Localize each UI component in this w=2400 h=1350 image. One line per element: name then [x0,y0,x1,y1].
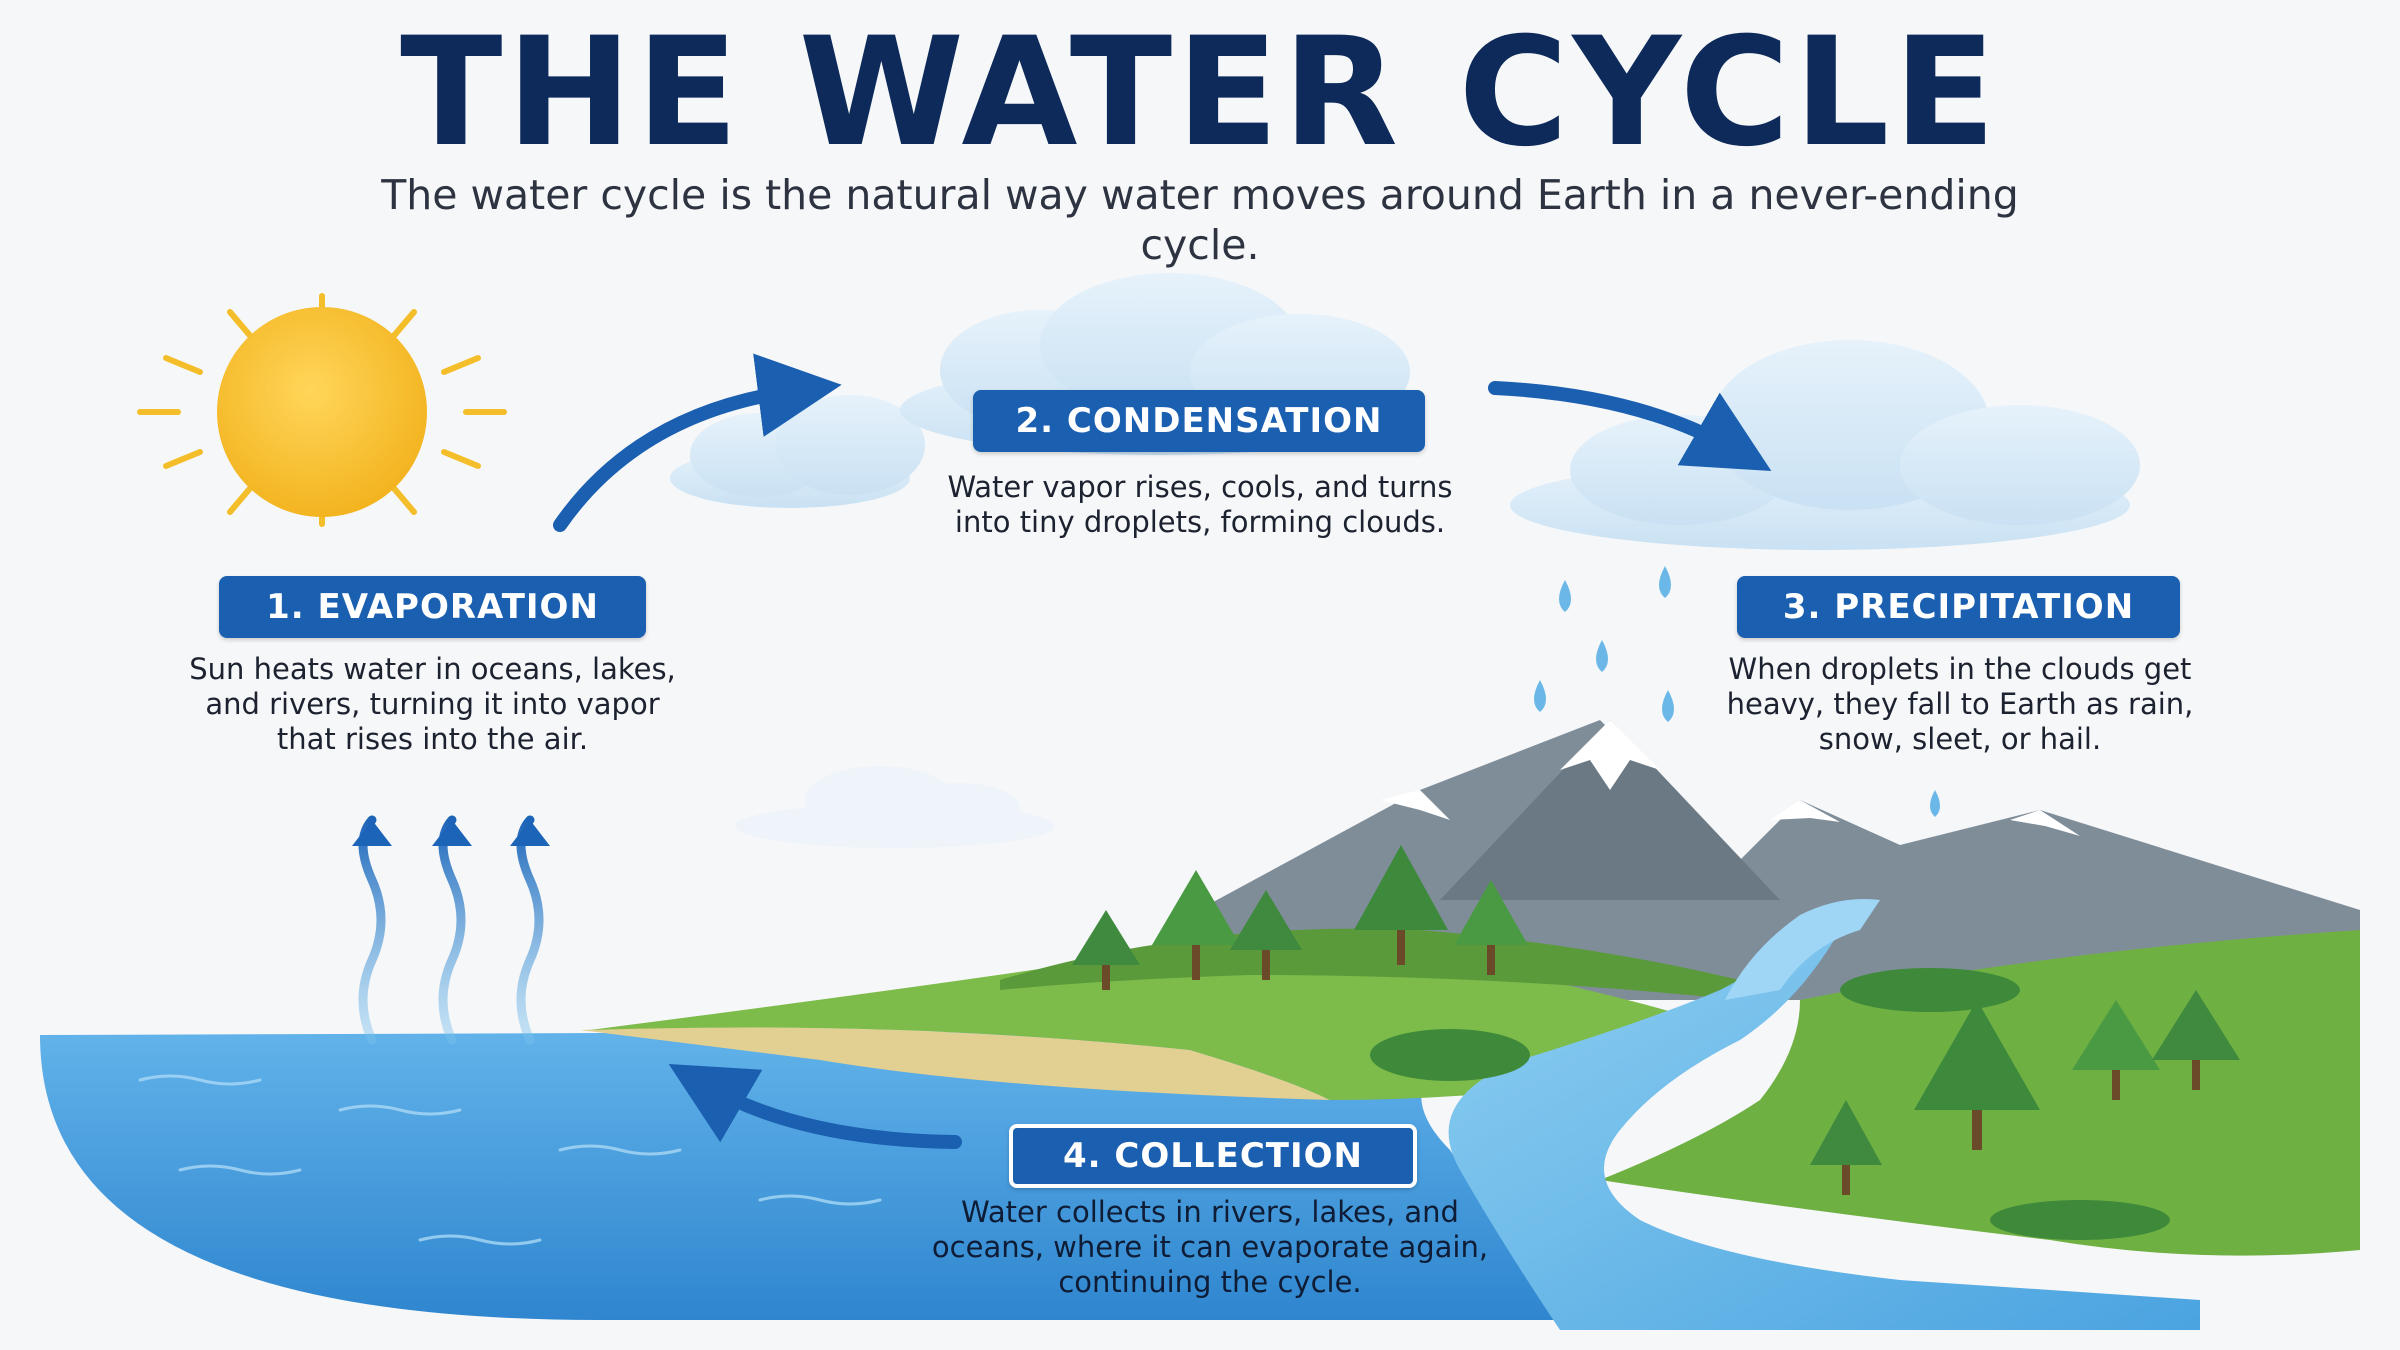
vapor-arrowhead [352,820,550,846]
step-description-condensation: Water vapor rises, cools, and turns into… [947,470,1453,539]
waterfall [1725,899,1880,1000]
step-label-evaporation: 1. EVAPORATION [219,576,646,638]
sun-icon [137,293,507,527]
shore [580,1027,1330,1100]
page-title: THE WATER CYCLE [400,6,2000,180]
cycle-arrow-icon [1488,381,1772,472]
cycle-arrow-icon [553,353,842,532]
water-ripples [138,1074,882,1246]
step-label-collection: 4. COLLECTION [1009,1124,1417,1188]
step-label-precipitation: 3. PRECIPITATION [1737,576,2180,638]
step-description-evaporation: Sun heats water in oceans, lakes, and ri… [189,652,676,756]
step-description-precipitation: When droplets in the clouds get heavy, t… [1726,652,2194,756]
grassland-back [1000,928,1760,1000]
ocean-water [40,1030,1560,1320]
bush-icon [1370,968,2170,1240]
cycle-arrow-icon [668,1063,962,1149]
tree-icon [1810,990,2240,1195]
river [1448,920,2200,1330]
tree-icon [1072,845,1528,990]
cloud-icon [1510,340,2140,550]
cloud-icon [735,766,1055,848]
step-label-condensation: 2. CONDENSATION [973,390,1425,452]
page-subtitle: The water cycle is the natural way water… [381,171,2019,269]
raindrop-icon [1534,566,1940,817]
vapor-arrow-icon [358,815,544,1045]
step-description-collection: Water collects in rivers, lakes, and oce… [931,1195,1489,1299]
